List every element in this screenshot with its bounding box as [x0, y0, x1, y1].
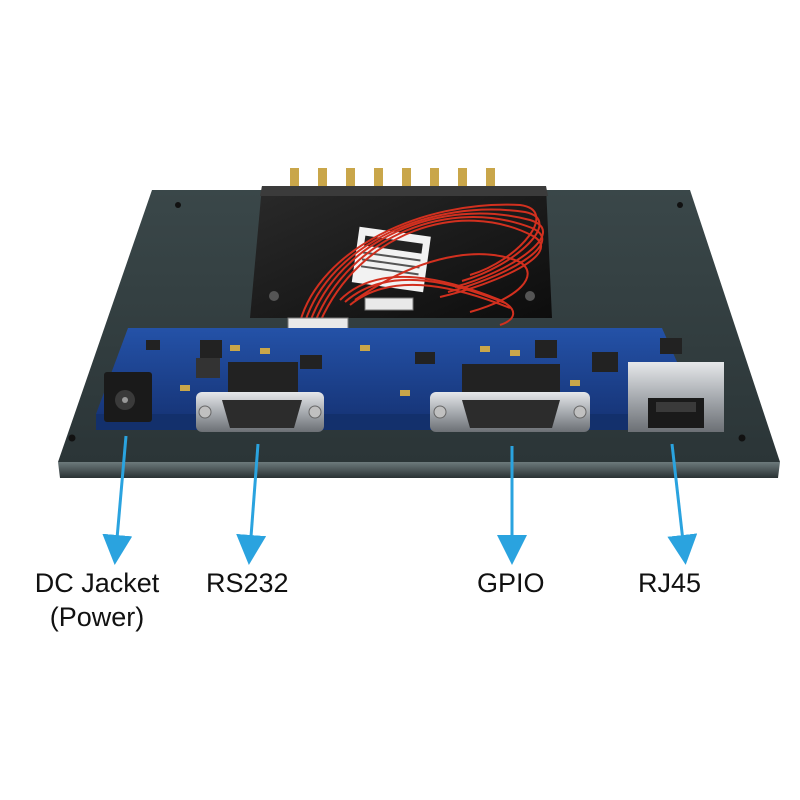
- label-gpio: GPIO: [477, 568, 545, 598]
- label-rs232: RS232: [206, 568, 289, 598]
- arrow-rs232: [236, 443, 267, 565]
- arrow-rj45: [667, 443, 698, 565]
- screw-hole: [738, 434, 746, 442]
- ic-chip: [592, 352, 618, 372]
- sma-connectors: [290, 168, 495, 190]
- rfid-module: [250, 168, 552, 318]
- label-rj45: RJ45: [638, 568, 702, 598]
- ic-chip: [660, 338, 682, 354]
- wire-connector: [364, 297, 414, 311]
- label-dc-jacket-line2: (Power): [49, 602, 145, 632]
- ic-chip: [415, 352, 435, 364]
- ic-chip: [200, 340, 222, 358]
- ic-chip: [535, 340, 557, 358]
- label-dc-jacket-line1: DC Jacket: [34, 568, 160, 598]
- dc-jack: [104, 372, 152, 422]
- inductor: [196, 358, 220, 378]
- module-label-sticker: [351, 226, 431, 293]
- interface-pcb: [96, 328, 700, 430]
- screw-hole: [175, 202, 181, 208]
- screw-hole: [68, 434, 76, 442]
- ic-chip: [300, 355, 322, 369]
- callout-arrows: [102, 435, 698, 565]
- rj45-connector: [628, 362, 724, 432]
- arrow-dc-jacket: [102, 435, 133, 565]
- gpio-connector: [430, 364, 590, 432]
- screw-hole: [677, 202, 683, 208]
- red-wire-harness: [299, 203, 544, 326]
- label-dc-jacket: DC Jacket (Power): [22, 566, 172, 634]
- rs232-connector: [196, 362, 324, 432]
